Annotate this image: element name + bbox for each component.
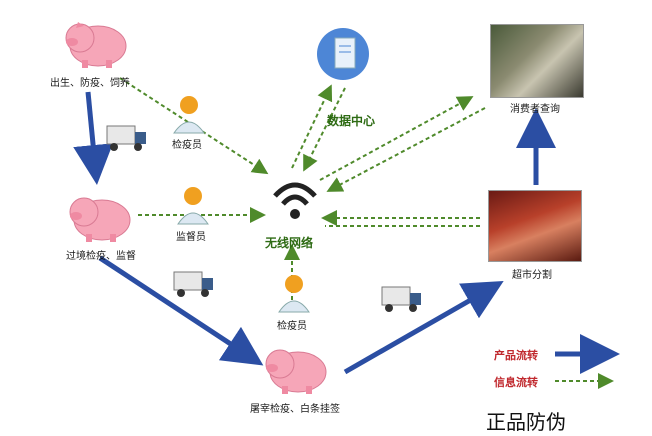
pig-birth-label: 出生、防疫、饲养 [50, 74, 130, 89]
consumer-label: 消费者查询 [510, 100, 560, 115]
supervisor-label: 监督员 [176, 228, 206, 243]
inspector-bottom-icon [277, 274, 311, 314]
footer-title: 正品防伪 [486, 406, 566, 435]
pig-slaughter-label: 屠宰检疫、白条挂签 [250, 400, 340, 415]
wireless-label: 无线网络 [265, 234, 313, 251]
truck-icon [380, 285, 424, 313]
legend-info-label: 信息流转 [494, 374, 538, 390]
consumer-photo [490, 24, 584, 98]
wireless-icon [270, 172, 320, 226]
pig-border-label: 过境检疫、监督 [66, 247, 136, 262]
pig-slaughter-icon [262, 340, 330, 398]
data-center-icon [313, 24, 373, 82]
inspector-top-icon [172, 95, 206, 135]
supervisor-icon [176, 186, 210, 226]
supermarket-photo [488, 190, 582, 262]
inspector-top-label: 检疫员 [172, 136, 202, 151]
truck-icon [105, 124, 149, 152]
legend-product-label: 产品流转 [494, 347, 538, 363]
product-flow-arrows [88, 92, 536, 372]
data-center-label: 数据中心 [327, 112, 375, 129]
pig-birth-icon [62, 14, 130, 72]
pig-border-icon [66, 188, 134, 246]
inspector-bottom-label: 检疫员 [277, 317, 307, 332]
truck-icon [172, 270, 216, 298]
supermarket-label: 超市分割 [512, 266, 552, 281]
